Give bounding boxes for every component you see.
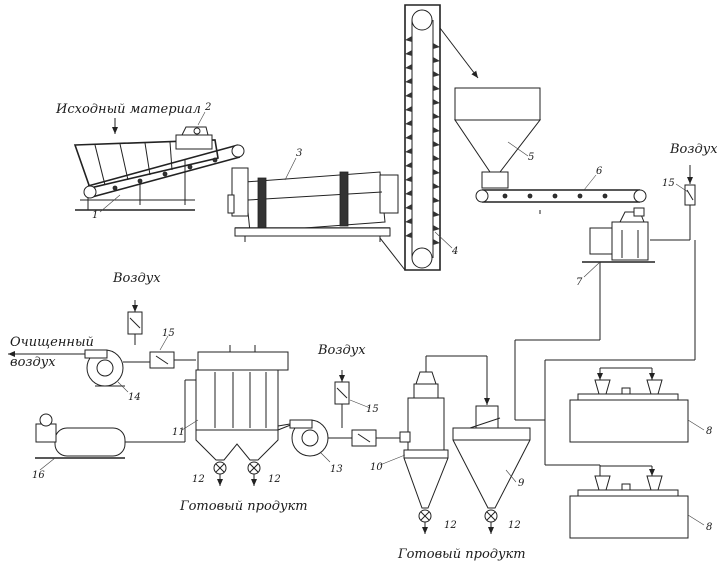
storage-bunker bbox=[454, 87, 542, 189]
num-16: 16 bbox=[32, 470, 45, 481]
bucket bbox=[433, 43, 440, 49]
bucket bbox=[433, 85, 440, 91]
unit-8-lower bbox=[569, 465, 689, 539]
elevator-buckets bbox=[405, 36, 440, 245]
num-12-d: 12 bbox=[508, 520, 521, 531]
bucket bbox=[405, 204, 412, 210]
bucket bbox=[433, 127, 440, 133]
num-14: 14 bbox=[128, 392, 141, 403]
elevator-discharge-arrow bbox=[439, 27, 479, 79]
rotary-valve-3 bbox=[418, 509, 432, 534]
bucket bbox=[405, 106, 412, 112]
num-11: 11 bbox=[172, 427, 185, 438]
num-7: 7 bbox=[576, 277, 583, 288]
num-5: 5 bbox=[528, 152, 534, 163]
label-source-material: Исходный материал bbox=[55, 102, 201, 117]
bucket bbox=[405, 120, 412, 126]
num-2: 2 bbox=[204, 102, 211, 113]
bucket bbox=[405, 36, 412, 42]
bucket bbox=[433, 141, 440, 147]
bucket bbox=[433, 183, 440, 189]
label-cleaned-air-2: воздух bbox=[10, 355, 56, 370]
bucket bbox=[433, 71, 440, 77]
drum-dryer bbox=[227, 167, 399, 242]
label-cleaned-air-1: Очищенный bbox=[10, 335, 94, 350]
bucket bbox=[405, 50, 412, 56]
num-8-upper: 8 bbox=[706, 426, 712, 437]
num-9: 9 bbox=[518, 478, 525, 489]
bucket bbox=[433, 239, 440, 245]
bucket bbox=[405, 176, 412, 182]
bucket bbox=[405, 162, 412, 168]
fan-13 bbox=[277, 419, 352, 457]
bucket bbox=[405, 92, 412, 98]
label-finished-product-left: Готовый продукт bbox=[179, 499, 308, 514]
num-3: 3 bbox=[296, 148, 302, 159]
num-12-c: 12 bbox=[444, 520, 457, 531]
num-1: 1 bbox=[92, 210, 98, 221]
bucket bbox=[405, 232, 412, 238]
damper-15-mid bbox=[334, 370, 400, 447]
cyclone-10 bbox=[399, 371, 449, 509]
fan-14 bbox=[7, 349, 150, 387]
bucket bbox=[405, 218, 412, 224]
horizontal-belt-conveyor bbox=[475, 189, 647, 214]
bucket bbox=[433, 57, 440, 63]
bucket bbox=[433, 197, 440, 203]
num-6: 6 bbox=[596, 166, 603, 177]
bucket bbox=[405, 78, 412, 84]
bucket bbox=[405, 64, 412, 70]
bucket bbox=[433, 169, 440, 175]
num-15-right: 15 bbox=[662, 178, 675, 189]
unit-8-upper bbox=[569, 367, 689, 443]
num-12-a: 12 bbox=[192, 474, 205, 485]
bucket bbox=[433, 155, 440, 161]
inclined-belt-conveyor bbox=[83, 126, 245, 199]
air-receiver-16 bbox=[35, 379, 196, 459]
mill-to-cyclone-line bbox=[514, 262, 601, 420]
label-air-middle: Воздух bbox=[317, 343, 366, 358]
num-10: 10 bbox=[370, 462, 383, 473]
num-15-mid: 15 bbox=[366, 404, 379, 415]
num-15-left: 15 bbox=[162, 328, 175, 339]
damper-15-left bbox=[127, 300, 196, 369]
num-13: 13 bbox=[330, 464, 343, 475]
bucket bbox=[433, 211, 440, 217]
grinding-mill bbox=[582, 207, 655, 263]
cyclone-9 bbox=[452, 405, 531, 509]
num-8-lower: 8 bbox=[706, 522, 712, 533]
bucket bbox=[405, 190, 412, 196]
bucket bbox=[433, 225, 440, 231]
bucket bbox=[433, 113, 440, 119]
cyclone-connector bbox=[425, 355, 490, 405]
num-12-b: 12 bbox=[268, 474, 281, 485]
bucket bbox=[405, 134, 412, 140]
num-4: 4 bbox=[451, 246, 458, 257]
feed-hopper bbox=[73, 139, 219, 211]
leader-lines bbox=[39, 111, 705, 526]
label-air-right: Воздух bbox=[669, 142, 717, 157]
label-air-left: Воздух bbox=[112, 271, 161, 286]
rotary-valve-2 bbox=[247, 461, 261, 486]
bucket bbox=[433, 99, 440, 105]
air-supply-line-right bbox=[515, 165, 696, 480]
rotary-valve-4 bbox=[484, 509, 498, 534]
bag-filter bbox=[195, 345, 294, 461]
bucket bbox=[405, 148, 412, 154]
rotary-valve-1 bbox=[213, 461, 227, 486]
label-finished-product-bottom: Готовый продукт bbox=[397, 547, 526, 562]
